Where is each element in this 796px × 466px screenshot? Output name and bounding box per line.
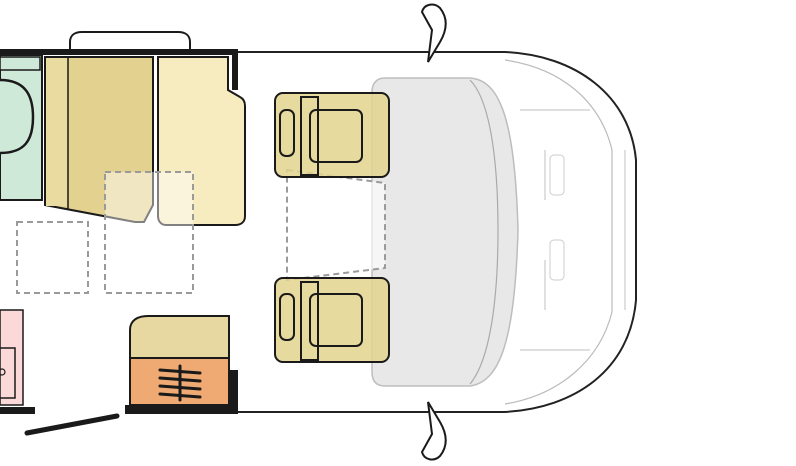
- window-top: [69, 31, 191, 49]
- sliding-door: [24, 413, 120, 436]
- mirror-icon: [420, 401, 447, 461]
- headlight-top: [549, 154, 565, 196]
- sink-icon: [0, 347, 16, 399]
- hob-icon: [158, 364, 202, 402]
- bench-left: [44, 56, 154, 223]
- bench-right: [157, 56, 246, 226]
- wall-bottom-right: [125, 405, 238, 414]
- headlight-bottom: [549, 239, 565, 281]
- toilet-icon: [0, 78, 35, 155]
- van-body-outline: [238, 51, 637, 413]
- wall-bottom-stub: [230, 370, 238, 414]
- wall-stub: [232, 55, 238, 90]
- kitchen-counter: [129, 315, 230, 359]
- dashboard: [371, 77, 519, 387]
- table-position-b: [104, 171, 194, 294]
- windshield-line: [469, 79, 499, 385]
- wall-bottom-left: [0, 407, 35, 414]
- seat-icon[interactable]: [274, 92, 390, 178]
- van-front-inner: [504, 59, 613, 405]
- seat-icon[interactable]: [274, 277, 390, 363]
- drain-icon: [0, 368, 6, 376]
- bench-left-back: [46, 58, 67, 206]
- table-position-a: [16, 221, 89, 294]
- wall-top: [0, 49, 238, 55]
- swivel-area: [286, 168, 386, 282]
- hood-lines: [520, 109, 626, 351]
- bathroom-shelf: [0, 56, 41, 71]
- mirror-icon: [420, 3, 447, 63]
